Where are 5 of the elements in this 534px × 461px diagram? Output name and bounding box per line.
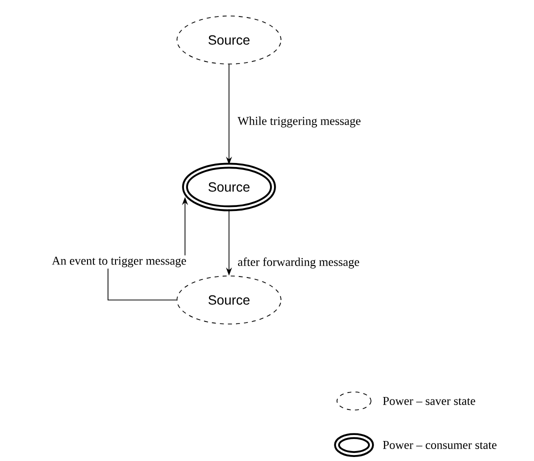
edge-label: While triggering message	[236, 115, 362, 129]
edge-label: after forwarding message	[236, 256, 361, 270]
edge-label: An event to trigger message	[50, 255, 188, 269]
legend-text: Power – saver state	[382, 397, 476, 405]
legend-text: Power – consumer state	[382, 441, 496, 449]
